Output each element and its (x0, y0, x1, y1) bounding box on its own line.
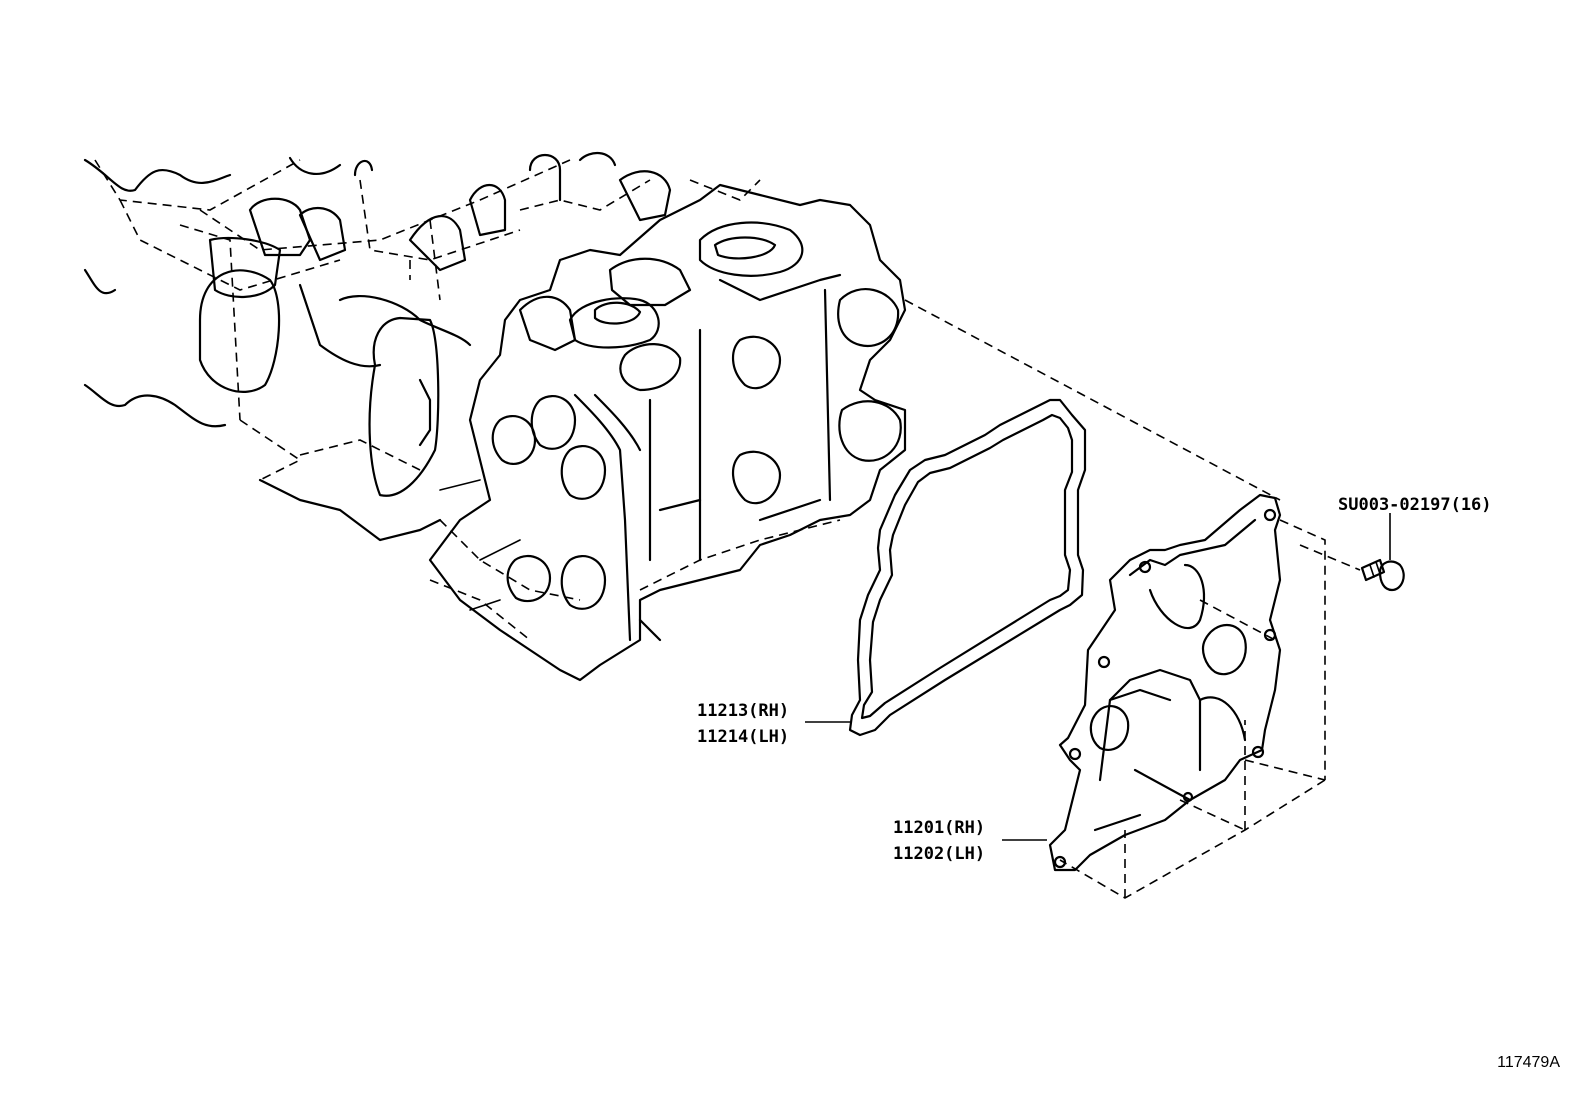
cover-rh-label: 11201(RH) (893, 818, 985, 838)
bolt-code-label: SU003-02197(16) (1338, 495, 1492, 515)
gasket-lh-label: 11214(LH) (697, 727, 789, 747)
engine-block-outline (83, 152, 672, 542)
leader-lines (805, 513, 1391, 841)
cover-lh-label: 11202(LH) (893, 844, 985, 864)
engine-block-background (94, 159, 841, 641)
cylinder-head (428, 183, 907, 682)
gasket-rh-label: 11213(RH) (697, 701, 789, 721)
figure-reference-code: 117479A (1497, 1054, 1560, 1071)
bolt (1360, 558, 1405, 592)
assembly-dashed-lines (904, 299, 1361, 899)
valve-cover-gasket (848, 398, 1087, 737)
valve-cover (1048, 493, 1282, 872)
